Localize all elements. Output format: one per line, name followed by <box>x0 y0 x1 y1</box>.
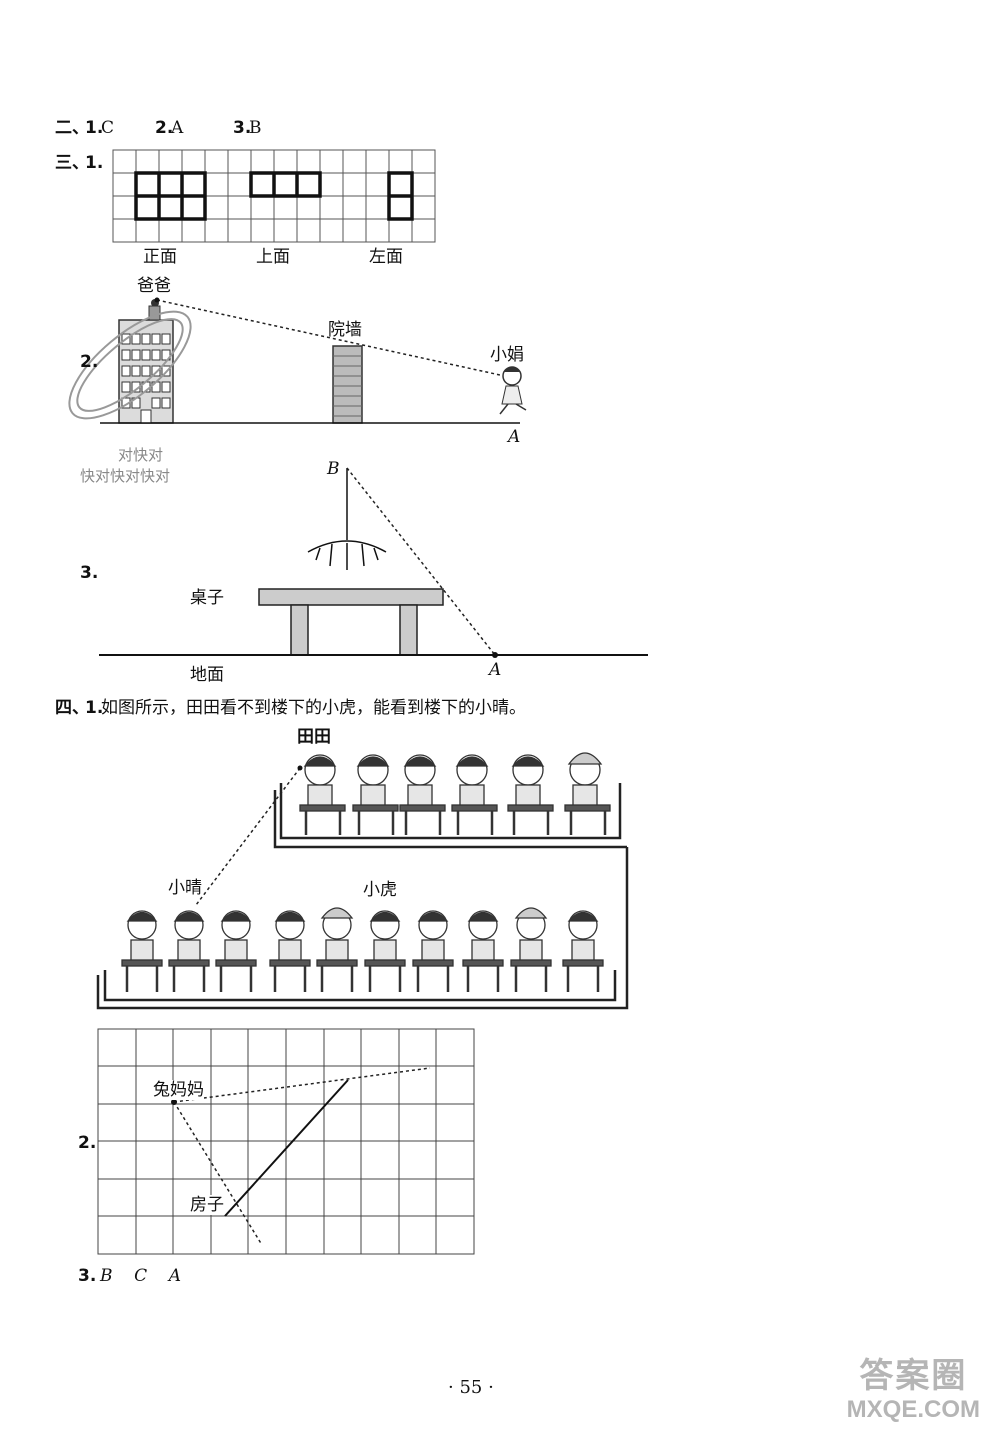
view-label-front: 正面 <box>143 247 177 267</box>
label-xiaoqing: 小晴 <box>168 878 202 898</box>
label-house: 房子 <box>190 1195 224 1215</box>
watermark-logo: 答案圈 MXQE.COM <box>847 1356 980 1424</box>
view-shapes <box>134 171 414 221</box>
upper-children <box>299 752 611 835</box>
label-point-a-2: A <box>508 427 521 447</box>
table-figure <box>258 588 444 656</box>
view-label-left: 左面 <box>369 247 403 267</box>
sight-line-dad-girl <box>156 299 501 376</box>
section-4-heading: 四、 <box>55 698 89 718</box>
wall-figure <box>332 345 363 424</box>
upper-stand <box>273 783 627 849</box>
sight-line-1 <box>173 1067 431 1103</box>
label-point-a-3: A <box>489 660 502 680</box>
lower-children <box>121 907 604 992</box>
s4-q1-text: 如图所示，田田看不到楼下的小虎，能看到楼下的小晴。 <box>101 698 526 718</box>
sight-line-2 <box>173 1101 263 1246</box>
sight-line-tiantian <box>195 767 301 906</box>
stamp-text-1: 对快对 <box>118 446 164 464</box>
label-point-b: B <box>327 459 340 479</box>
label-ground: 地面 <box>190 665 224 685</box>
s4-q3-answer: B C A <box>100 1266 182 1286</box>
label-tiantian: 田田 <box>297 727 331 747</box>
s2-q3-number: 3. <box>233 118 252 138</box>
girl-figure <box>499 366 527 415</box>
lamp-icon <box>307 540 387 570</box>
light-ray <box>346 467 496 656</box>
label-wall: 院墙 <box>328 320 362 340</box>
lower-stand <box>96 847 629 1010</box>
section-3-heading: 三、 <box>55 153 89 173</box>
s4-q3-number: 3. <box>78 1266 97 1286</box>
s2-q1-answer: C <box>101 118 115 138</box>
label-dad: 爸爸 <box>137 276 171 296</box>
s3-q3-number: 3. <box>80 563 99 583</box>
stamp-text-2: 快对快对快对 <box>80 467 171 485</box>
label-rabbit-mom: 兔妈妈 <box>153 1080 204 1100</box>
s2-q2-number: 2. <box>155 118 174 138</box>
label-table: 桌子 <box>190 588 224 608</box>
view-label-top: 上面 <box>256 247 290 267</box>
s4-q2-number: 2. <box>78 1133 97 1153</box>
s3-q2-number: 2. <box>80 352 99 372</box>
label-girl: 小娟 <box>490 345 524 365</box>
label-xiaohu: 小虎 <box>363 880 397 900</box>
watermark-top: 答案圈 <box>859 1357 968 1395</box>
s2-q1-number: 1. <box>85 118 104 138</box>
watermark-bottom: MXQE.COM <box>846 1396 980 1423</box>
check-stamp <box>68 310 192 420</box>
page-number: · 55 · <box>448 1377 494 1398</box>
rabbit-grid <box>97 1028 475 1255</box>
house-wall-line <box>224 1079 349 1217</box>
s2-q3-answer: B <box>249 118 262 138</box>
section-2-heading: 二、 <box>55 118 89 138</box>
s3-q1-number: 1. <box>85 153 104 173</box>
s4-q1-number: 1. <box>85 698 104 718</box>
s2-q2-answer: A <box>171 118 184 138</box>
